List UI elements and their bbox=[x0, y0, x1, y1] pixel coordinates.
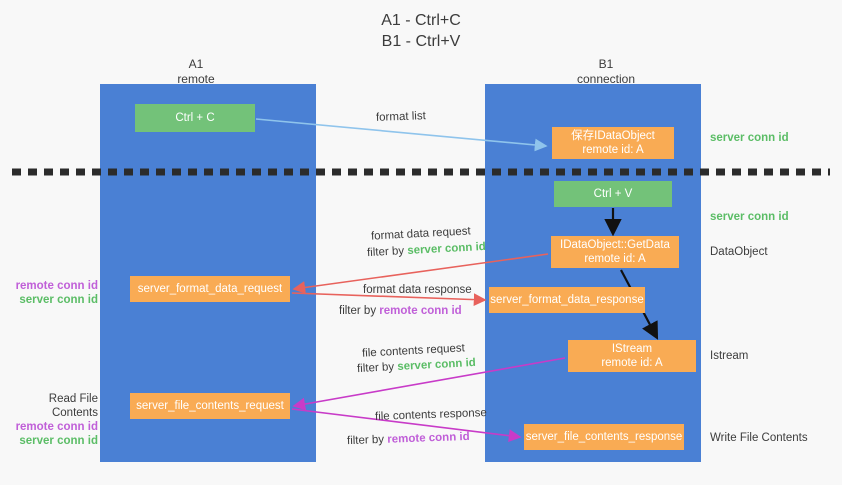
box-server-format-data-request[interactable]: server_format_data_request bbox=[130, 276, 290, 302]
label-server-conn-id-top: server conn id bbox=[710, 132, 789, 144]
server-conn-id-2: server conn id bbox=[396, 356, 477, 373]
box-getdata-line2: remote id: A bbox=[584, 253, 646, 265]
server-conn-id-1: server conn id bbox=[406, 240, 487, 257]
label-server-conn-id-file: server conn id bbox=[19, 435, 98, 447]
label-data-object: DataObject bbox=[710, 246, 768, 258]
label-read-file-contents: Read File Contents bbox=[48, 393, 98, 419]
filter-by-prefix-3: filter by bbox=[356, 361, 395, 376]
box-idataobject-getdata[interactable]: IDataObject::GetData remote id: A bbox=[551, 236, 679, 268]
filter-by-prefix-1: filter by bbox=[366, 245, 405, 260]
box-save-idataobject-line2: remote id: A bbox=[582, 144, 644, 156]
box-ctrl-v-label: Ctrl + V bbox=[593, 188, 633, 200]
box-format-data-request-label: server_format_data_request bbox=[137, 283, 283, 295]
caption-file-contents-response: file contents response bbox=[374, 407, 488, 423]
caption-format-data-response: format data response bbox=[363, 284, 472, 296]
filter-by-prefix-4: filter by bbox=[346, 433, 385, 448]
box-server-format-data-response[interactable]: server_format_data_response bbox=[489, 287, 645, 313]
column-a1-name: A1 bbox=[188, 57, 204, 71]
caption-format-list: format list bbox=[375, 110, 427, 124]
label-group-format-conn-ids: remote conn id server conn id bbox=[8, 279, 98, 307]
label-group-file-conn-ids: Read File Contents remote conn id server… bbox=[6, 392, 98, 448]
box-server-file-contents-response[interactable]: server_file_contents_response bbox=[524, 424, 684, 450]
remote-conn-id-1: remote conn id bbox=[379, 305, 462, 317]
box-getdata-line1: IDataObject::GetData bbox=[560, 239, 670, 251]
filter-by-prefix-2: filter by bbox=[339, 305, 377, 317]
remote-conn-id-2: remote conn id bbox=[387, 430, 470, 446]
box-save-idataobject-line1: 保存IDataObject bbox=[571, 130, 655, 142]
box-ctrl-v[interactable]: Ctrl + V bbox=[554, 181, 672, 207]
label-write-file-contents: Write File Contents bbox=[710, 432, 808, 444]
box-file-contents-request-label: server_file_contents_request bbox=[136, 400, 284, 412]
box-ctrl-c-label: Ctrl + C bbox=[175, 112, 215, 124]
label-server-conn-id-format: server conn id bbox=[19, 294, 98, 306]
column-header-a1: A1 remote bbox=[120, 57, 272, 87]
column-b1-role: connection bbox=[576, 72, 636, 86]
column-b1-name: B1 bbox=[598, 57, 614, 71]
box-file-contents-response-label: server_file_contents_response bbox=[525, 431, 683, 443]
box-istream-line1: IStream bbox=[611, 343, 653, 355]
column-header-b1: B1 connection bbox=[530, 57, 682, 87]
column-a1-role: remote bbox=[177, 72, 215, 86]
caption-filter-by-remote-conn-id-format: filter by remote conn id bbox=[339, 304, 462, 319]
box-server-file-contents-request[interactable]: server_file_contents_request bbox=[130, 393, 290, 419]
label-istream: Istream bbox=[710, 350, 749, 362]
label-server-conn-id-mid: server conn id bbox=[710, 211, 789, 223]
box-format-data-response-label: server_format_data_response bbox=[490, 294, 644, 306]
caption-filter-by-remote-conn-id-file: filter by remote conn id bbox=[347, 430, 470, 449]
title-line-2: B1 - Ctrl+V bbox=[381, 33, 461, 50]
box-ctrl-c[interactable]: Ctrl + C bbox=[135, 104, 255, 132]
page-title: A1 - Ctrl+C B1 - Ctrl+V bbox=[0, 10, 842, 52]
box-istream[interactable]: IStream remote id: A bbox=[568, 340, 696, 372]
box-save-idataobject[interactable]: 保存IDataObject remote id: A bbox=[552, 127, 674, 159]
box-istream-line2: remote id: A bbox=[601, 357, 663, 369]
title-line-1: A1 - Ctrl+C bbox=[381, 12, 461, 29]
label-remote-conn-id-format: remote conn id bbox=[15, 280, 98, 292]
label-remote-conn-id-file: remote conn id bbox=[15, 421, 98, 433]
